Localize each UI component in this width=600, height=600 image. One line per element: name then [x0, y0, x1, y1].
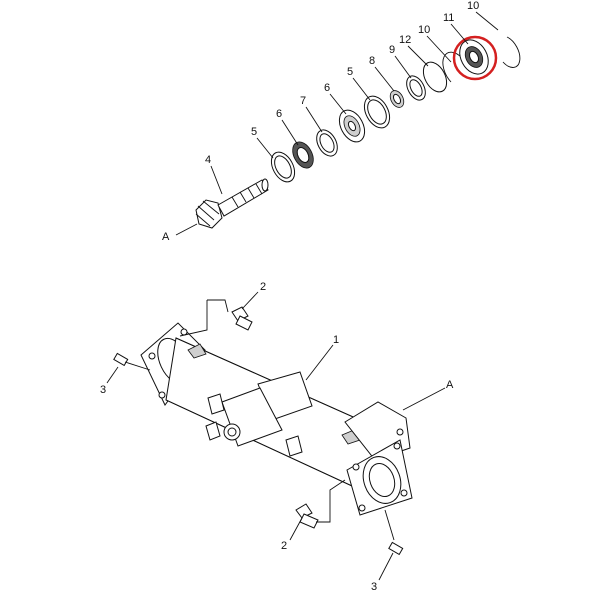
- label-part-8: 8: [369, 55, 375, 67]
- seal-11: [459, 39, 489, 75]
- upper-assembly: A 4 5 6 7 6 5 8 9 12 10 11 10: [162, 0, 521, 243]
- bearing-6-left: [292, 141, 314, 169]
- label-a-top: A: [162, 231, 170, 243]
- label-part-3-left: 3: [100, 384, 106, 396]
- label-part-10b: 10: [467, 0, 479, 12]
- label-part-6a: 6: [276, 108, 282, 120]
- bolt-2-top: [231, 306, 253, 331]
- bolt-2-bottom: [295, 503, 319, 529]
- label-part-5b: 5: [347, 66, 353, 78]
- label-part-7: 7: [300, 95, 306, 107]
- pin-3-bottom: [388, 541, 404, 556]
- upper-leader-lines: [175, 11, 499, 236]
- label-part-4: 4: [205, 154, 211, 166]
- lower-assembly: 2 1 3 A 2 3: [100, 281, 454, 593]
- label-part-1: 1: [333, 334, 339, 346]
- bearing-6-right: [338, 109, 366, 143]
- label-part-6b: 6: [324, 82, 330, 94]
- snap-ring-10-left: [442, 51, 463, 83]
- assembly-guide-lines: [124, 299, 395, 541]
- pin-3-left: [113, 352, 129, 367]
- pinion-shaft: [195, 178, 269, 229]
- label-part-12: 12: [399, 34, 411, 46]
- label-part-11: 11: [443, 12, 454, 24]
- center-bracket: [205, 371, 313, 457]
- label-part-9: 9: [389, 44, 395, 56]
- lower-leader-lines: [106, 291, 446, 581]
- label-a-bottom: A: [446, 379, 454, 391]
- label-part-5a: 5: [251, 126, 257, 138]
- ring-12: [422, 61, 448, 93]
- ring-5-left: [270, 151, 296, 183]
- label-part-10a: 10: [418, 24, 430, 36]
- spacer-7: [316, 129, 338, 157]
- highlight-circle: [452, 35, 498, 81]
- right-housing: [344, 401, 413, 516]
- label-part-2-top: 2: [260, 281, 266, 293]
- label-part-2-bottom: 2: [281, 540, 287, 552]
- ring-5-right: [363, 95, 391, 129]
- washer-9: [406, 75, 426, 101]
- snap-ring-10-right: [502, 36, 521, 68]
- label-part-3-bottom: 3: [371, 581, 377, 593]
- nut-8: [389, 90, 405, 108]
